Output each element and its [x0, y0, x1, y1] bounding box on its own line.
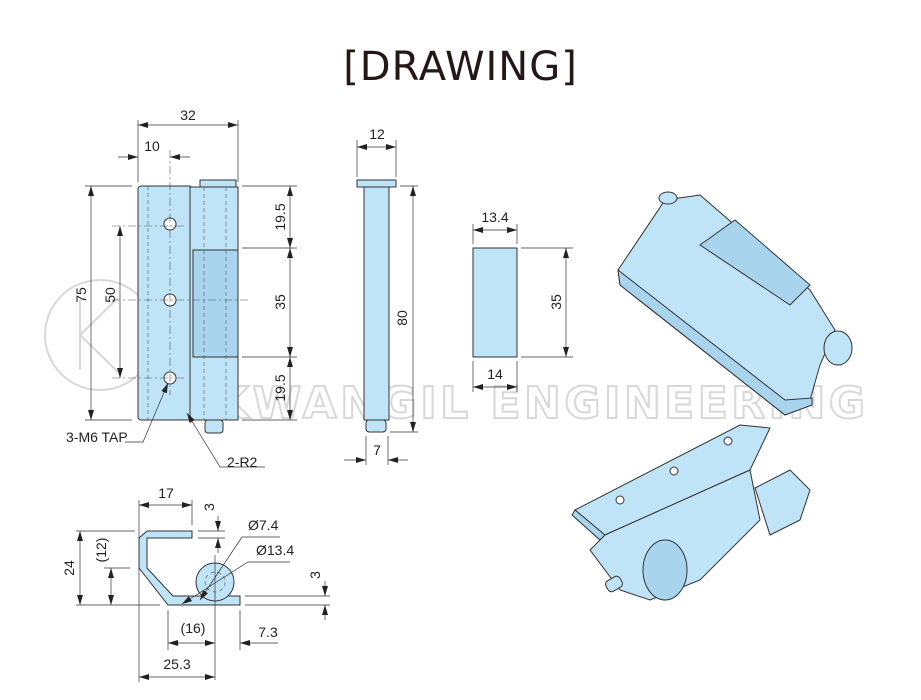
dim-outer-diameter: Ø13.4 — [256, 542, 294, 558]
dim-pin-head: 12 — [369, 126, 385, 142]
dim-flange-thickness: 3 — [201, 503, 217, 511]
dim-hole-spacing: 50 — [102, 287, 118, 303]
pin-view: 12 80 7 — [344, 126, 418, 465]
dim-block-top: 13.4 — [481, 209, 508, 225]
dim-pin-end: 7 — [373, 442, 381, 458]
dim-width-total: 32 — [180, 107, 196, 123]
dim-bottom-segment: 19.5 — [272, 374, 288, 401]
dim-hole-offset: 10 — [144, 138, 160, 154]
dim-base-thickness: 3 — [307, 571, 323, 579]
drawing-title: [DRAWING] — [343, 44, 578, 90]
iso-view-upper — [617, 191, 853, 416]
dim-base-offset: (16) — [181, 620, 206, 636]
dim-inner-height: (12) — [93, 538, 109, 563]
dim-block-height: 35 — [548, 294, 564, 310]
dim-height-total: 75 — [73, 287, 89, 303]
dim-section-height: 24 — [61, 560, 77, 576]
dim-flange-width: 17 — [158, 485, 174, 501]
front-view: 32 10 75 50 19.5 35 19.5 3-M6 TAP 2-R2 — [66, 107, 297, 470]
dim-block-bottom: 14 — [487, 366, 503, 382]
iso-view-lower — [571, 424, 811, 601]
dim-knuckle-offset: 7.3 — [258, 624, 278, 640]
dim-pin-length: 80 — [394, 310, 410, 326]
dim-top-segment: 19.5 — [272, 203, 288, 230]
dim-inner-diameter: Ø7.4 — [248, 517, 279, 533]
tap-note: 3-M6 TAP — [66, 429, 128, 445]
block-view: 13.4 35 14 — [472, 209, 573, 392]
dim-overall-width: 25.3 — [163, 656, 190, 672]
dim-middle-segment: 35 — [272, 294, 288, 310]
radius-note: 2-R2 — [227, 454, 258, 470]
section-view: 17 3 Ø7.4 Ø13.4 24 (12) 3 (16) 7.3 25.3 — [61, 485, 330, 682]
